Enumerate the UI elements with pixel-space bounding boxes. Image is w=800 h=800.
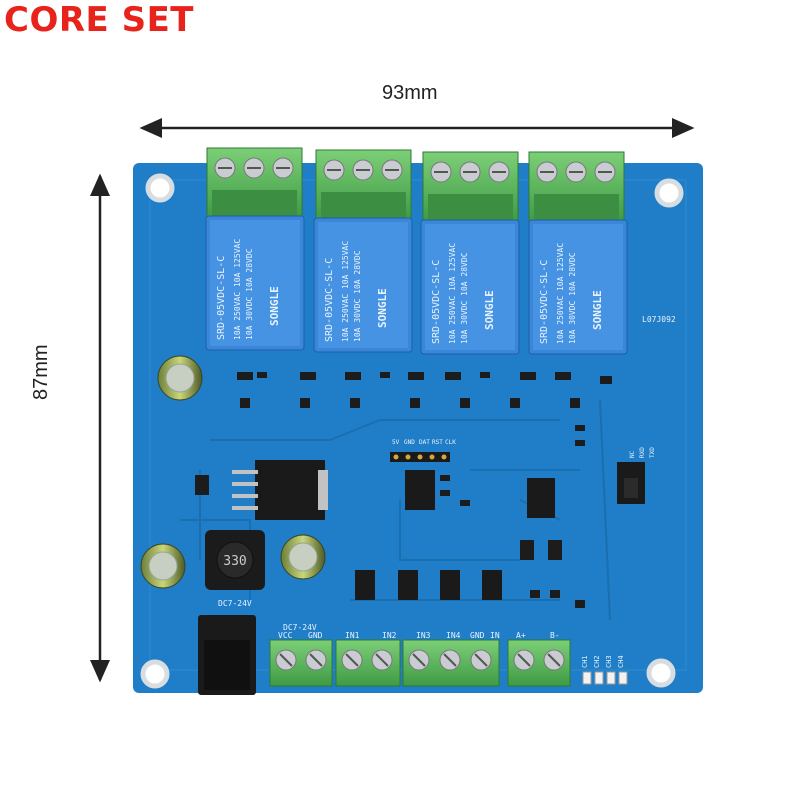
relay-marking: SRD-05VDC-SL-C bbox=[216, 256, 227, 340]
relay-marking: 10A 250VAC 10A 125VAC bbox=[341, 241, 350, 342]
mounting-holes bbox=[140, 173, 684, 689]
label-vcc: VCC bbox=[278, 631, 293, 640]
label-in4: IN4 bbox=[446, 631, 461, 640]
label-in2: IN2 bbox=[382, 631, 397, 640]
led-label-ch3: CH3 bbox=[605, 655, 613, 668]
label-in: IN bbox=[490, 631, 500, 640]
relays: SRD-05VDC-SL-C 10A 250VAC 10A 125VAC 10A… bbox=[205, 215, 628, 355]
width-dimension-label: 93mm bbox=[382, 82, 438, 104]
board-code: L07J092 bbox=[642, 315, 676, 324]
led-label-ch4: CH4 bbox=[617, 655, 625, 668]
relay-marking: 10A 250VAC 10A 125VAC bbox=[233, 239, 242, 340]
led-label-ch1: CH1 bbox=[581, 655, 589, 668]
label-a-plus: A+ bbox=[516, 631, 526, 640]
relay-marking: 10A 30VDC 10A 28VDC bbox=[245, 248, 254, 340]
label-in1: IN1 bbox=[345, 631, 360, 640]
jumper-label-rxd: RXD bbox=[639, 447, 646, 458]
status-leds bbox=[582, 671, 628, 685]
smd-components bbox=[195, 372, 612, 608]
relay-marking: 10A 250VAC 10A 125VAC bbox=[448, 243, 457, 344]
voltage-regulator bbox=[232, 460, 328, 520]
integrated-circuits bbox=[355, 470, 555, 600]
power-label: DC7-24V bbox=[283, 623, 317, 632]
power-label: DC7-24V bbox=[218, 599, 252, 608]
relay-brand: SONGLE bbox=[376, 288, 389, 328]
relay-brand: SONGLE bbox=[268, 286, 281, 326]
relay-brand: SONGLE bbox=[483, 290, 496, 330]
relay-marking: 10A 30VDC 10A 28VDC bbox=[568, 252, 577, 344]
label-gnd: GND bbox=[308, 631, 323, 640]
programming-header bbox=[390, 452, 450, 462]
label-in3: IN3 bbox=[416, 631, 431, 640]
output-terminal-blocks bbox=[206, 147, 625, 223]
dc-power-jack bbox=[198, 615, 256, 695]
led-label-ch2: CH2 bbox=[593, 655, 601, 668]
jumper-label-txd: TXD bbox=[649, 447, 656, 458]
inductor: 330 bbox=[205, 530, 265, 590]
label-b-minus: B- bbox=[550, 631, 560, 640]
header-label-clk: CLK bbox=[445, 439, 456, 446]
relay-marking: 10A 250VAC 10A 125VAC bbox=[556, 243, 565, 344]
brand-logo-text: CORE SET bbox=[4, 0, 195, 40]
relay-marking: SRD-05VDC-SL-C bbox=[324, 258, 335, 342]
header-label-5v: 5V bbox=[392, 439, 400, 446]
header-label-rst: RST bbox=[432, 439, 443, 446]
relay-marking: SRD-05VDC-SL-C bbox=[539, 260, 550, 344]
jumper-label-nc: NC bbox=[629, 450, 636, 458]
electrolytic-capacitors bbox=[140, 355, 326, 589]
relay-marking: 10A 30VDC 10A 28VDC bbox=[460, 252, 469, 344]
header-label-dat: DAT bbox=[419, 439, 430, 446]
relay-marking: 10A 30VDC 10A 28VDC bbox=[353, 250, 362, 342]
label-gnd-2: GND bbox=[470, 631, 485, 640]
header-label-gnd: GND bbox=[404, 439, 415, 446]
relay-marking: SRD-05VDC-SL-C bbox=[431, 260, 442, 344]
serial-jumper-header bbox=[617, 462, 645, 504]
inductor-marking: 330 bbox=[223, 554, 246, 569]
relay-brand: SONGLE bbox=[591, 290, 604, 330]
input-terminal-blocks bbox=[269, 639, 571, 687]
